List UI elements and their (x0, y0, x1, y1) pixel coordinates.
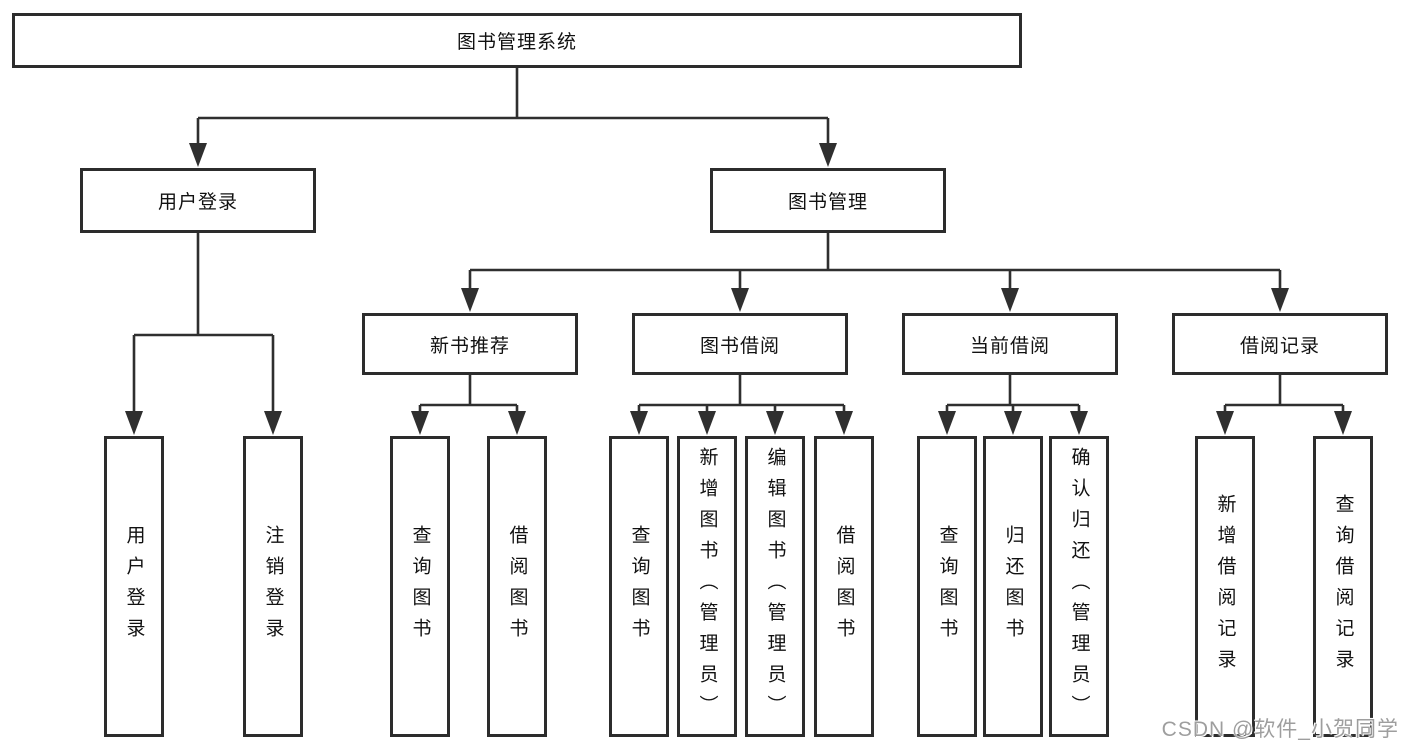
connector-user-login-group (125, 233, 282, 435)
node-user-login: 用户登录 (80, 168, 316, 233)
arrowhead-icon (264, 411, 282, 435)
arrowhead-icon (938, 411, 956, 435)
arrowhead-icon (766, 411, 784, 435)
arrowhead-icon (461, 288, 479, 312)
watermark: CSDN @软件_小贺同学 (1161, 718, 1399, 741)
connector-borrowing-records-group (1216, 375, 1352, 435)
arrowhead-icon (1334, 411, 1352, 435)
arrowhead-icon (1271, 288, 1289, 312)
leaf-add-books-admin: 新增图书（管理员） (677, 436, 737, 737)
arrowhead-icon (411, 411, 429, 435)
connector-book-borrowing-group (630, 375, 853, 435)
leaf-edit-books-admin: 编辑图书（管理员） (745, 436, 805, 737)
connector-book-management-to-level3 (461, 233, 1289, 312)
leaf-query-books-recommend: 查询图书 (390, 436, 450, 737)
connector-root-to-level2 (189, 68, 837, 167)
arrowhead-icon (1216, 411, 1234, 435)
arrowhead-icon (835, 411, 853, 435)
arrowhead-icon (698, 411, 716, 435)
leaf-add-borrow-record: 新增借阅记录 (1195, 436, 1255, 737)
leaf-user-login: 用户登录 (104, 436, 164, 737)
node-library-management-system: 图书管理系统 (12, 13, 1022, 68)
leaf-borrow-books-recommend: 借阅图书 (487, 436, 547, 737)
node-current-borrowing: 当前借阅 (902, 313, 1118, 375)
arrowhead-icon (1001, 288, 1019, 312)
arrowhead-icon (508, 411, 526, 435)
node-book-management: 图书管理 (710, 168, 946, 233)
arrowhead-icon (819, 143, 837, 167)
node-borrowing-records: 借阅记录 (1172, 313, 1388, 375)
leaf-confirm-return-admin: 确认归还（管理员） (1049, 436, 1109, 737)
arrowhead-icon (1004, 411, 1022, 435)
leaf-borrow-books: 借阅图书 (814, 436, 874, 737)
leaf-logout: 注销登录 (243, 436, 303, 737)
leaf-query-books-borrowing: 查询图书 (609, 436, 669, 737)
arrowhead-icon (1070, 411, 1088, 435)
connector-current-borrowing-group (938, 375, 1088, 435)
leaf-query-borrow-record: 查询借阅记录 (1313, 436, 1373, 737)
arrowhead-icon (189, 143, 207, 167)
node-new-book-recommend: 新书推荐 (362, 313, 578, 375)
leaf-return-books: 归还图书 (983, 436, 1043, 737)
connector-new-book-recommend-group (411, 375, 526, 435)
leaf-query-books-current: 查询图书 (917, 436, 977, 737)
node-book-borrowing: 图书借阅 (632, 313, 848, 375)
arrowhead-icon (125, 411, 143, 435)
arrowhead-icon (731, 288, 749, 312)
arrowhead-icon (630, 411, 648, 435)
